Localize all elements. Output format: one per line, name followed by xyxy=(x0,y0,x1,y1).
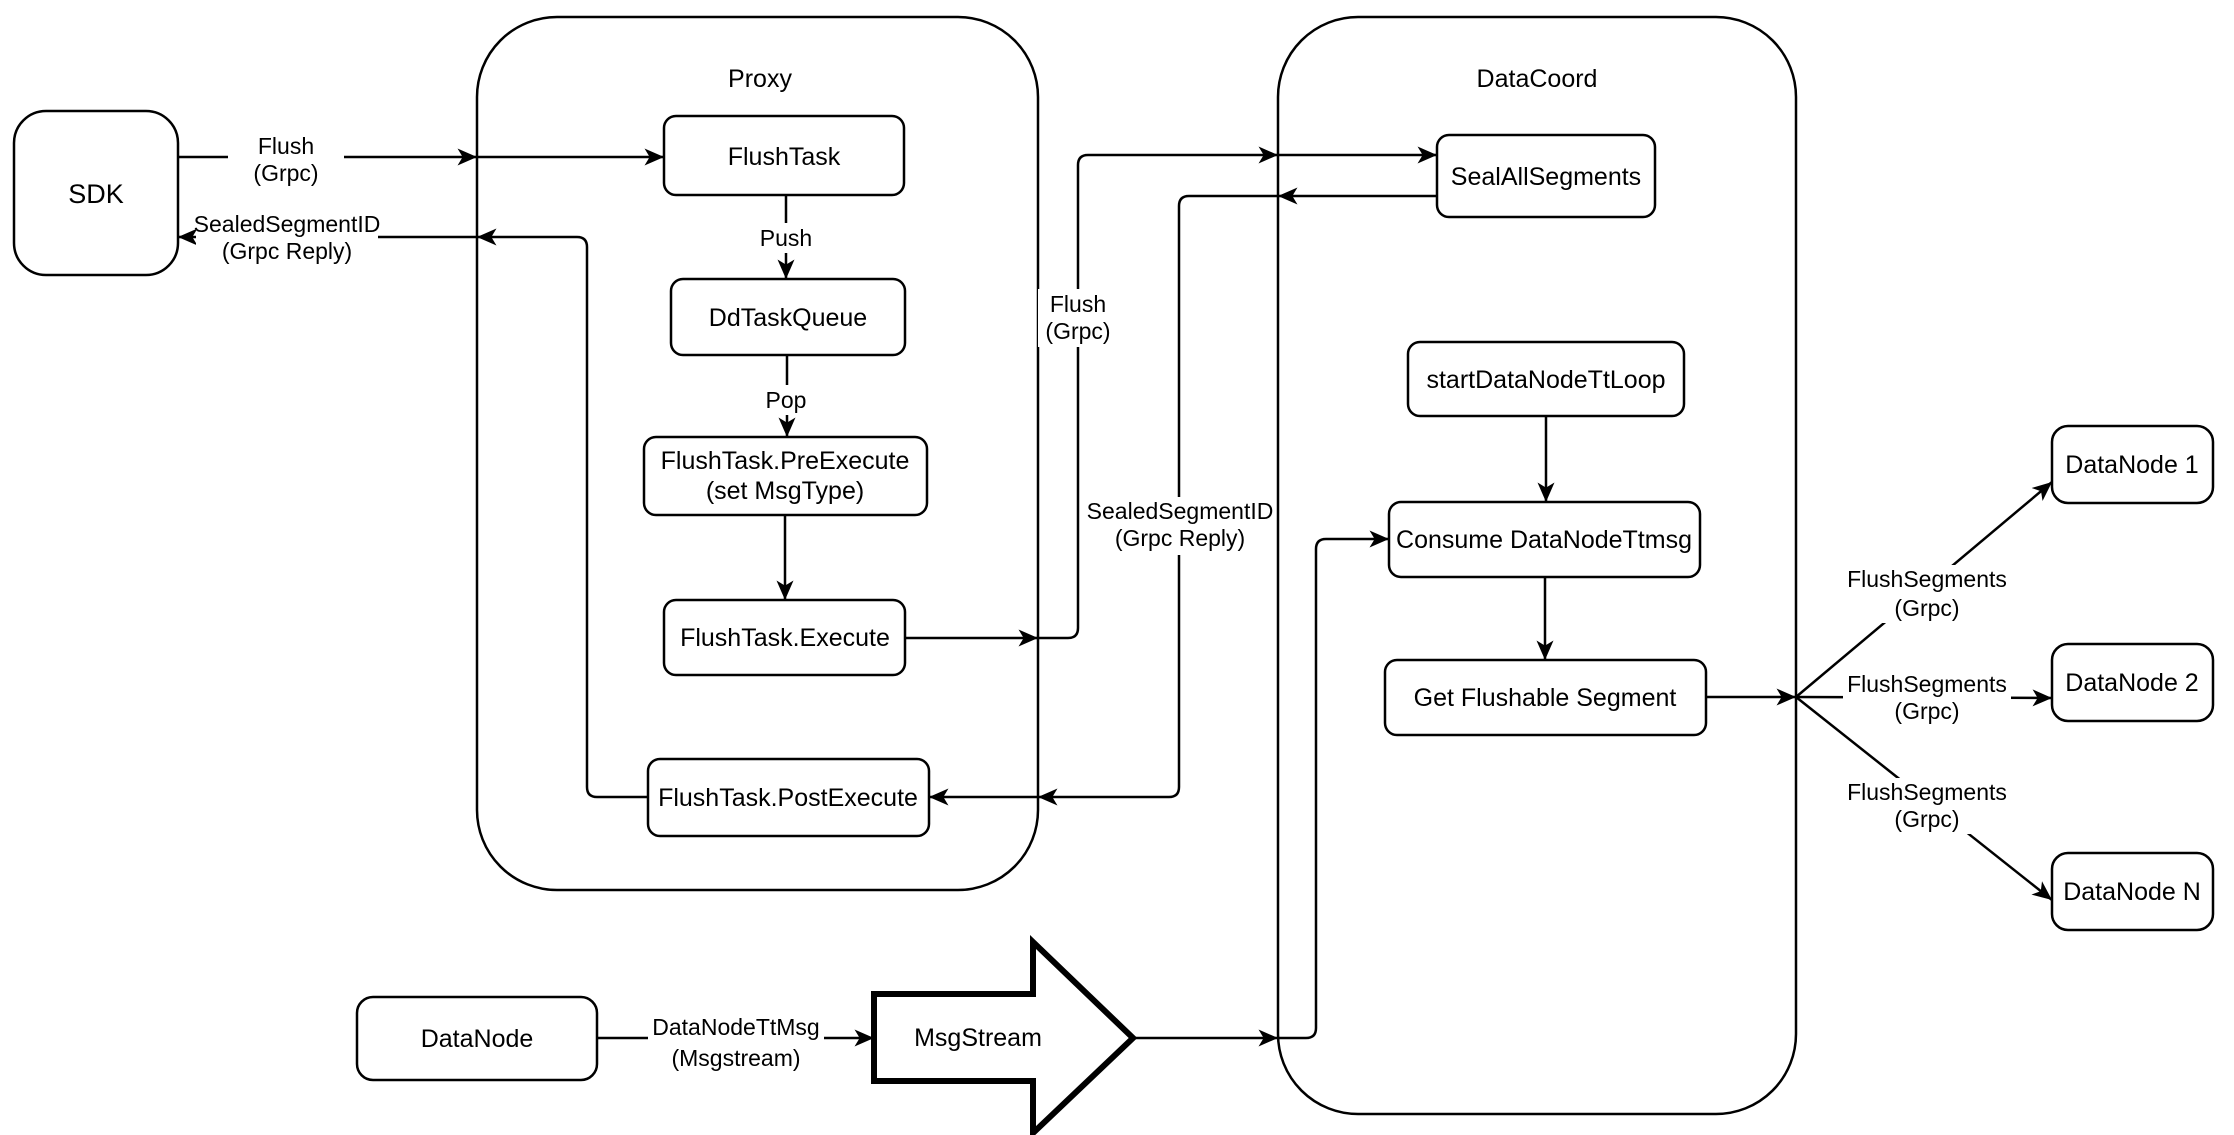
edge-labels: Flush (Grpc) SealedSegmentID (Grpc Reply… xyxy=(194,128,2011,1074)
proxy-title: Proxy xyxy=(728,65,792,93)
ddtaskqueue-label: DdTaskQueue xyxy=(709,304,867,332)
datacoord-border xyxy=(1276,15,1798,1116)
msgstream-block-arrow xyxy=(871,934,1138,1135)
datanode-label: DataNode xyxy=(421,1025,534,1053)
ddtaskqueue-box xyxy=(669,277,907,357)
datanode1-label: DataNode 1 xyxy=(2065,451,2198,479)
edge-label-bg xyxy=(196,210,378,266)
edges xyxy=(178,146,2053,1047)
edge-label-bg xyxy=(758,385,816,415)
node-startdatanodettloop: startDataNodeTtLoop xyxy=(1406,340,1686,418)
node-datanode2: DataNode 2 xyxy=(2050,642,2215,723)
sealedsegmentid-sdk-label-line1: SealedSegmentID xyxy=(194,211,381,237)
edge-label-bg xyxy=(1843,670,2011,726)
node-msgstream: MsgStream xyxy=(871,934,1138,1135)
edge-label-bg xyxy=(660,1044,812,1074)
sdk-label: SDK xyxy=(68,179,124,209)
flush-grpc-sdk-label-line2: (Grpc) xyxy=(253,160,318,186)
node-ddtaskqueue: DdTaskQueue xyxy=(669,277,907,357)
edge-proxy-edge-to-datacoord-edge xyxy=(1038,146,1278,640)
edge-postexecute-to-proxy-edge xyxy=(477,228,648,799)
preexecute-label-line2: (set MsgType) xyxy=(706,477,864,505)
edge-label-bg xyxy=(228,128,344,188)
node-sealallsegments: SealAllSegments xyxy=(1435,133,1657,219)
node-datanode1: DataNode 1 xyxy=(2050,424,2215,505)
flushsegments3-label-line1: FlushSegments xyxy=(1847,779,2007,805)
getflushable-box xyxy=(1383,658,1708,737)
flushtask-box xyxy=(662,114,906,197)
datanode2-label: DataNode 2 xyxy=(2065,669,2198,697)
execute-label: FlushTask.Execute xyxy=(680,624,890,652)
flush-grpc-mid-label-line1: Flush xyxy=(1050,291,1106,317)
sdk-box xyxy=(12,109,180,277)
edge-label-bg xyxy=(1843,565,2011,623)
edge-label-bg xyxy=(752,223,820,253)
datanodettmsg-label-line1: DataNodeTtMsg xyxy=(652,1014,819,1040)
datacoord-title: DataCoord xyxy=(1477,65,1598,93)
proxy-border xyxy=(475,15,1040,892)
edge-label-bg xyxy=(1843,778,2011,834)
node-flushtask-execute: FlushTask.Execute xyxy=(662,598,907,677)
container-datacoord: DataCoord xyxy=(1276,15,1798,1116)
datanode2-box xyxy=(2050,642,2215,723)
sealallsegments-label: SealAllSegments xyxy=(1451,163,1641,191)
postexecute-label: FlushTask.PostExecute xyxy=(658,784,918,812)
edge-datacoord-edge-to-consume xyxy=(1278,530,1389,1040)
flushsegments1-label-line2: (Grpc) xyxy=(1894,595,1959,621)
node-flushtask-postexecute: FlushTask.PostExecute xyxy=(646,757,931,838)
container-proxy: Proxy xyxy=(475,15,1040,892)
flushsegments3-label-line2: (Grpc) xyxy=(1894,806,1959,832)
preexecute-box xyxy=(642,435,929,517)
node-datanoden: DataNode N xyxy=(2050,851,2215,932)
flushtask-label: FlushTask xyxy=(728,143,841,171)
edge-label-bg xyxy=(1038,289,1118,347)
preexecute-label-line1: FlushTask.PreExecute xyxy=(661,447,910,475)
datanode1-box xyxy=(2050,424,2215,505)
node-flushtask-preexecute: FlushTask.PreExecute (set MsgType) xyxy=(642,435,929,517)
getflushable-label: Get Flushable Segment xyxy=(1414,684,1677,712)
sealallsegments-box xyxy=(1435,133,1657,219)
datanodettmsg-label-line2: (Msgstream) xyxy=(671,1045,800,1071)
push-label: Push xyxy=(760,225,812,251)
startdatanodettloop-box xyxy=(1406,340,1686,418)
flushsegments2-label-line2: (Grpc) xyxy=(1894,698,1959,724)
pop-label: Pop xyxy=(766,387,807,413)
node-get-flushable-segment: Get Flushable Segment xyxy=(1383,658,1708,737)
node-consume-datanodettmsg: Consume DataNodeTtmsg xyxy=(1387,500,1702,579)
flushsegments1-label-line1: FlushSegments xyxy=(1847,566,2007,592)
consume-box xyxy=(1387,500,1702,579)
node-sdk: SDK xyxy=(12,109,180,277)
datanoden-label: DataNode N xyxy=(2063,878,2201,906)
node-flushtask: FlushTask xyxy=(662,114,906,197)
flush-grpc-mid-label-line2: (Grpc) xyxy=(1045,318,1110,344)
sealedsegmentid-mid-label-line1: SealedSegmentID xyxy=(1087,498,1274,524)
flushsegments2-label-line1: FlushSegments xyxy=(1847,671,2007,697)
msgstream-label: MsgStream xyxy=(914,1024,1042,1052)
consume-label: Consume DataNodeTtmsg xyxy=(1396,526,1692,554)
node-datanode: DataNode xyxy=(355,995,599,1082)
datanoden-box xyxy=(2050,851,2215,932)
edge-datacoord-edge-to-proxy-edge xyxy=(1038,194,1278,806)
execute-box xyxy=(662,598,907,677)
startdatanodettloop-label: startDataNodeTtLoop xyxy=(1426,366,1665,394)
sealedsegmentid-mid-label-line2: (Grpc Reply) xyxy=(1115,525,1245,551)
edge-label-bg xyxy=(1086,497,1274,555)
sealedsegmentid-sdk-label-line2: (Grpc Reply) xyxy=(222,238,352,264)
datanode-box xyxy=(355,995,599,1082)
postexecute-box xyxy=(646,757,931,838)
flush-grpc-sdk-label-line1: Flush xyxy=(258,133,314,159)
edge-label-bg xyxy=(648,1013,824,1045)
